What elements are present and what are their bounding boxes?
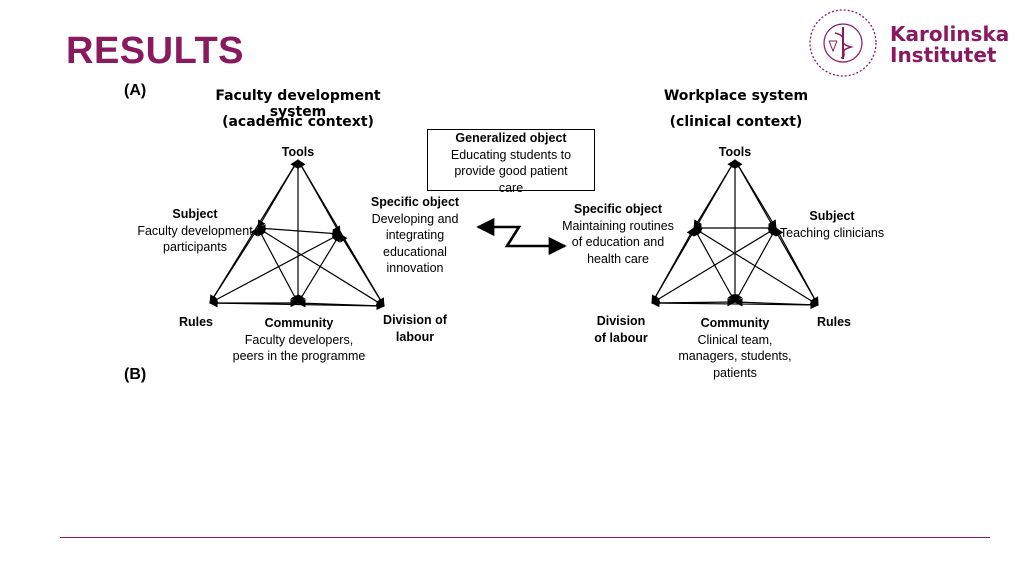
right-object-line: of education and — [571, 235, 665, 249]
right-arrow-t-s — [693, 159, 736, 229]
left-system-context: (academic context) — [222, 114, 374, 130]
right-system-context: (clinical context) — [669, 114, 803, 130]
left-subject-node: Subject Faculty development participants — [122, 206, 268, 256]
right-subject-node: Subject Teaching clinicians — [772, 208, 892, 241]
left-object-node: Specific object Developing and integrati… — [360, 194, 470, 277]
left-arrow-t-o — [297, 159, 341, 235]
right-community-line: patients — [713, 365, 757, 380]
left-subject-line1: Faculty development — [137, 223, 253, 238]
right-community-node: Community Clinical team, managers, stude… — [668, 315, 802, 381]
right-object-title: Specific object — [573, 202, 663, 216]
right-object-node: Specific object Maintaining routines of … — [548, 201, 688, 267]
left-community-line1: Faculty developers, — [244, 332, 354, 347]
left-object-line: educational — [383, 244, 447, 259]
right-division-line2: of labour — [594, 330, 648, 345]
left-arrow-t-s — [257, 159, 299, 229]
left-object-line: Developing and — [371, 211, 459, 226]
left-arrow-r-d — [209, 298, 385, 311]
logo-wordmark: Karolinska Institutet — [890, 24, 1009, 66]
left-object-line: integrating — [385, 228, 445, 242]
left-arrow-s-o — [257, 224, 341, 238]
right-arrow-t-o — [734, 159, 777, 229]
left-subject-title: Subject — [172, 207, 218, 221]
panel-a-label: (A) — [124, 82, 147, 99]
left-community-line2: peers in the programme — [232, 349, 366, 363]
left-subject-line2: participants — [163, 240, 227, 254]
left-arrow-o-d — [339, 233, 385, 307]
right-community-line: managers, students, — [678, 349, 792, 363]
footer-divider — [60, 537, 990, 538]
left-division-line2: labour — [395, 329, 435, 344]
generalized-object-line: care — [498, 180, 524, 195]
right-arrow-o-c — [734, 227, 777, 303]
interaction-double-arrow — [476, 217, 567, 256]
right-rules-label: Rules — [816, 315, 852, 329]
right-subject-line1: Teaching clinicians — [779, 225, 885, 240]
right-subject-title: Subject — [809, 209, 855, 223]
generalized-object-box: Generalized object Educating students to… — [427, 129, 595, 195]
right-community-title: Community — [700, 316, 770, 330]
right-community-line: Clinical team, — [697, 332, 773, 347]
right-object-line: health care — [587, 251, 649, 266]
right-arrow-r-d — [651, 298, 819, 310]
left-tools-label: Tools — [281, 145, 315, 159]
generalized-object-line: Educating students to — [450, 147, 572, 162]
right-tools-label: Tools — [718, 145, 752, 159]
right-activity-triangle — [651, 159, 819, 310]
right-system-title: Workplace system — [663, 88, 809, 104]
right-object-line: Maintaining routines — [562, 218, 674, 233]
panel-b-label: (B) — [124, 366, 147, 383]
left-activity-triangle — [209, 159, 385, 311]
left-system-title: Faculty development system — [215, 88, 381, 120]
left-division-line1: Division of — [383, 313, 447, 327]
left-arrow-o-c — [297, 233, 341, 304]
right-division-node: Division of labour — [578, 313, 664, 346]
left-object-title: Specific object — [370, 195, 460, 209]
left-community-title: Community — [264, 316, 334, 330]
generalized-object-line: provide good patient — [454, 164, 568, 178]
logo-line2: Institutet — [890, 43, 997, 67]
left-rules-label: Rules — [178, 315, 214, 329]
right-division-line1: Division — [596, 314, 646, 328]
slide-title: RESULTS — [66, 30, 245, 72]
generalized-object-title: Generalized object — [455, 131, 567, 145]
left-object-line: innovation — [386, 261, 444, 275]
left-community-node: Community Faculty developers, peers in t… — [222, 315, 376, 365]
right-arrow-o-d — [651, 227, 777, 304]
right-arrow-o-r — [775, 227, 819, 306]
logo-line1: Karolinska — [890, 22, 1010, 46]
left-division-node: Division of labour — [370, 312, 460, 345]
